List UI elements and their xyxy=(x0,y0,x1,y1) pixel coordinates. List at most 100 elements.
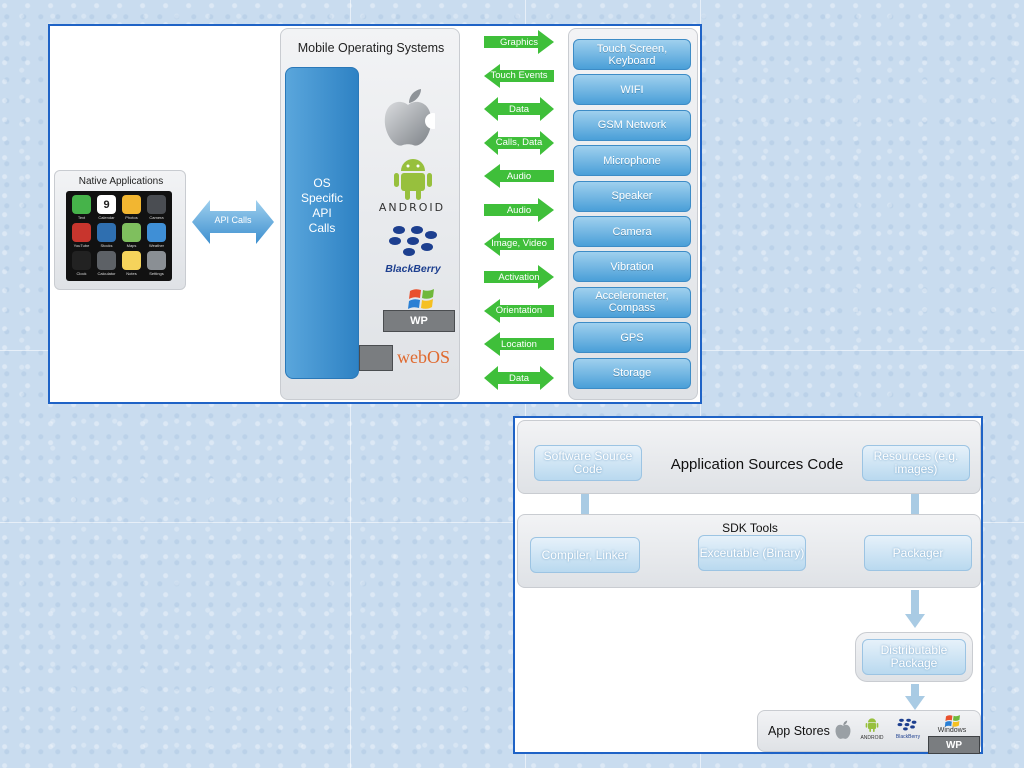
android-wordmark-small: ANDROID xyxy=(860,735,884,741)
android-robot-icon xyxy=(865,718,879,732)
app-icon-photos: Photos xyxy=(120,195,143,222)
app-icon-label: Settings xyxy=(149,271,164,276)
app-icon-tile: 9 xyxy=(97,195,116,214)
signal-arrow-audio: Audio xyxy=(484,198,554,222)
app-icon-tile xyxy=(72,195,91,214)
windows-wordmark-small: Windows xyxy=(937,727,967,734)
native-applications-title: Native Applications xyxy=(78,176,164,187)
app-icon-label: Stocks xyxy=(100,243,113,248)
distributable-package-panel: Distributable Package xyxy=(855,632,973,682)
wp-store-badge-label: WP xyxy=(945,739,963,751)
signal-arrow-label: Activation xyxy=(498,271,540,283)
signal-arrow-activation: Activation xyxy=(484,265,554,290)
signal-arrow-label: Data xyxy=(508,103,530,115)
app-icon-label: Camera xyxy=(149,215,164,220)
app-icon-label: Maps xyxy=(126,243,137,248)
app-icon-tile xyxy=(147,251,166,270)
app-icon-tile xyxy=(72,251,91,270)
app-icon-tile xyxy=(97,223,116,242)
mobile-os-title: Mobile Operating Systems xyxy=(297,41,445,55)
signal-arrow-location: Location xyxy=(484,332,554,357)
app-icon-tile xyxy=(122,251,141,270)
os-column-label: OS Specific API Calls xyxy=(300,176,344,235)
api-calls-label: API Calls xyxy=(214,215,252,225)
sdk-tools-panel: SDK Tools Compiler, Linker Exceutable (B… xyxy=(517,514,981,588)
windows-flag-icon xyxy=(944,715,960,727)
hardware-accelerometer-compass: Accelerometer, Compass xyxy=(573,286,691,318)
android-wordmark: ANDROID xyxy=(378,201,446,214)
app-icon-label: Clock xyxy=(76,271,87,276)
app-stores-label: App Stores xyxy=(768,724,830,738)
app-icon-tile xyxy=(97,251,116,270)
signal-arrow-calls-data: Calls, Data xyxy=(484,130,554,155)
distributable-package-box: Distributable Package xyxy=(862,639,966,675)
connector-line xyxy=(911,494,919,516)
os-specific-api-column: OS Specific API Calls xyxy=(285,67,359,379)
resources-box: Resources (e.g. images) xyxy=(862,445,970,481)
app-icon-clock: Clock xyxy=(70,251,93,278)
android-robot-icon xyxy=(394,159,432,200)
app-icon-label: Calendar xyxy=(98,215,115,220)
application-sources-title: Application Sources Code xyxy=(670,456,844,473)
app-icon-stocks: Stocks xyxy=(95,223,118,250)
app-icon-label: Calculator xyxy=(97,271,116,276)
down-arrow-icon xyxy=(905,590,925,628)
hardware-gps: GPS xyxy=(573,322,691,354)
app-icon-calculator: Calculator xyxy=(95,251,118,278)
signal-arrow-label: Touch Events xyxy=(490,70,548,82)
app-icon-label: YouTube xyxy=(73,243,90,248)
signal-arrow-label: Graphics xyxy=(499,36,538,48)
signal-arrow-label: Image, Video xyxy=(491,238,547,250)
double-arrow-icon xyxy=(192,200,274,244)
app-icon-tile xyxy=(122,223,141,242)
signal-arrow-label: Audio xyxy=(506,204,532,216)
signal-arrow-data: Data xyxy=(484,366,554,390)
app-icon-label: Weather xyxy=(148,243,165,248)
software-source-code-box: Software Source Code xyxy=(534,445,642,481)
windows-flag-icon xyxy=(408,289,434,309)
arrow-right-icon xyxy=(484,265,554,290)
sdk-tools-title: SDK Tools xyxy=(722,521,778,535)
wp-store-badge: WP xyxy=(928,736,980,754)
app-icon-maps: Maps xyxy=(120,223,143,250)
signal-arrow-orientation: Orientation xyxy=(484,298,554,323)
webos-icon-box xyxy=(359,345,393,371)
arrow-both-icon xyxy=(484,366,554,390)
hardware-vibration: Vibration xyxy=(573,251,691,283)
arrow-right-icon xyxy=(484,30,554,54)
blackberry-logo-icon xyxy=(389,226,437,256)
hardware-storage: Storage xyxy=(573,357,691,389)
arrow-left-icon xyxy=(484,298,554,323)
app-icon-text: Text xyxy=(70,195,93,222)
blackberry-logo-icon xyxy=(897,718,917,731)
hardware-gsm-network: GSM Network xyxy=(573,109,691,141)
apple-logo-icon xyxy=(835,720,851,739)
signal-arrow-image-video: Image, Video xyxy=(484,231,554,256)
executable-box: Exceutable (Binary) xyxy=(698,535,806,571)
signal-arrow-label: Location xyxy=(501,338,537,350)
app-icon-tile xyxy=(72,223,91,242)
hardware-camera: Camera xyxy=(573,216,691,247)
mobile-os-panel: Mobile Operating Systems OS Specific API… xyxy=(280,28,460,400)
app-icon-weather: Weather xyxy=(145,223,168,250)
app-icon-camera: Camera xyxy=(145,195,168,222)
wp-badge-label: WP xyxy=(410,315,428,327)
app-icon-label: Text xyxy=(77,215,86,220)
arrow-left-icon xyxy=(484,63,554,88)
app-icon-label: Photos xyxy=(125,215,138,220)
blackberry-wordmark-small: BlackBerry xyxy=(895,734,921,740)
signal-arrow-label: Data xyxy=(508,372,530,384)
signal-arrow-label: Orientation xyxy=(495,305,543,317)
arrow-left-icon xyxy=(484,231,554,256)
app-icon-label: Notes xyxy=(126,271,137,276)
arrow-left-icon xyxy=(484,164,554,189)
api-calls-arrow: API Calls xyxy=(192,200,274,244)
compiler-linker-box: Compiler, Linker xyxy=(530,537,640,573)
